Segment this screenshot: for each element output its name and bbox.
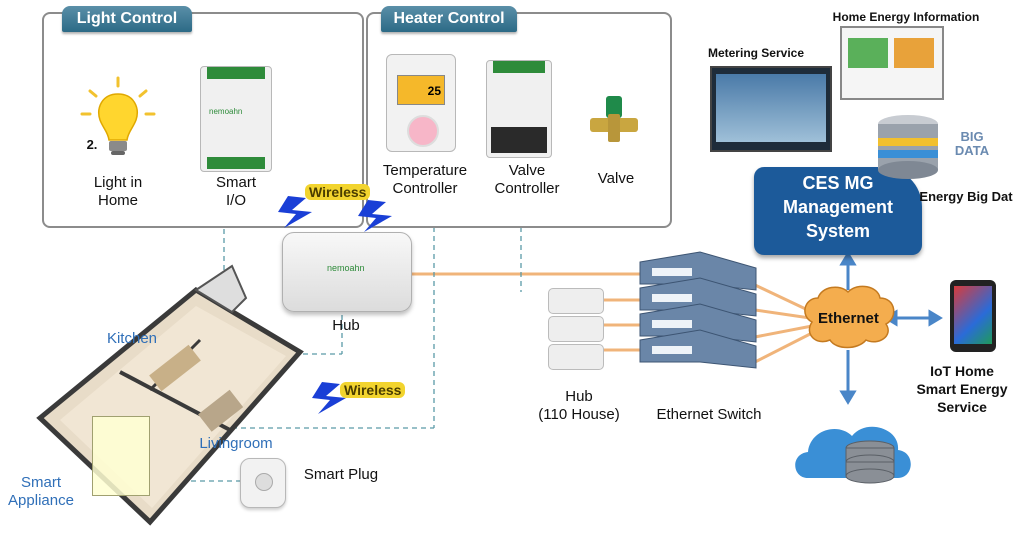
hub-stack-icon — [548, 288, 604, 372]
kitchen-label: Kitchen — [106, 330, 158, 347]
smart-plug-icon — [240, 458, 286, 508]
wireless-badge-mid: Wireless — [340, 382, 406, 398]
thermostat-display: 25 — [397, 75, 445, 105]
heater-control-title: Heater Control — [381, 6, 517, 32]
hub-label: Hub — [332, 317, 360, 334]
thermostat-icon: 25 — [386, 54, 456, 152]
ethernet-label: Ethernet — [818, 310, 879, 327]
smartphone-icon — [950, 280, 996, 352]
smart-plug-label: Smart Plug — [303, 466, 379, 483]
smart-appliance-icon — [92, 416, 150, 496]
home-energy-info-label: Home Energy Information — [832, 10, 980, 24]
valve-controller-icon — [486, 60, 552, 158]
valve-label: Valve — [597, 170, 635, 187]
hub-brand: nemoahn — [327, 263, 365, 273]
metering-service-label: Metering Service — [707, 46, 805, 60]
light-control-title: Light Control — [62, 6, 192, 32]
smart-io-brand: nemoahn — [209, 107, 243, 116]
monitor-icon-energy — [840, 26, 944, 100]
ces-mg-management-system: CES MG Management System — [754, 167, 922, 255]
bulb-number: 2. — [86, 137, 98, 152]
energy-big-data-label: Energy Big Dat — [919, 189, 1013, 204]
hub-icon: nemoahn — [282, 232, 412, 312]
hub-110-house-label: Hub(110 House) — [538, 388, 620, 423]
livingroom-label: Livingroom — [199, 435, 273, 452]
ethernet-switch-label: Ethernet Switch — [656, 406, 762, 423]
monitor-icon-metering — [710, 66, 832, 152]
wireless-badge-top: Wireless — [305, 184, 371, 200]
smart-io-icon: nemoahn — [200, 66, 272, 172]
